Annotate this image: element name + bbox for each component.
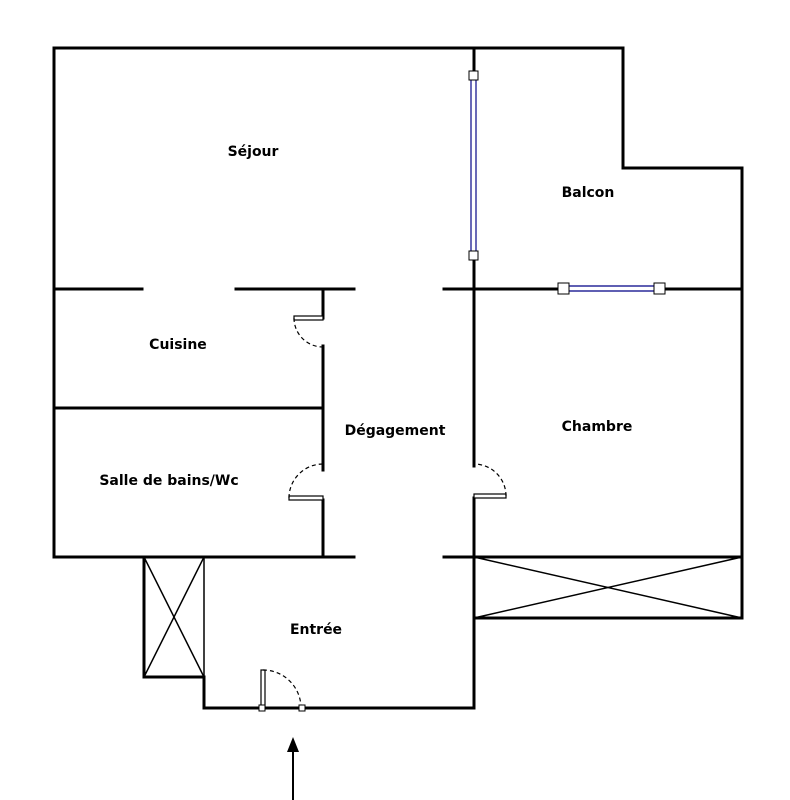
door-chambre	[473, 463, 507, 499]
door-cuisine	[293, 315, 324, 348]
room-label-chambre: Chambre	[562, 419, 633, 435]
room-label-sejour: Séjour	[228, 144, 279, 160]
door-entree	[258, 669, 306, 712]
room-label-salle-de-bains: Salle de bains/Wc	[99, 473, 238, 489]
room-label-entree: Entrée	[290, 622, 342, 638]
door-salle-de-bains	[288, 463, 324, 501]
room-label-cuisine: Cuisine	[149, 337, 207, 353]
outer-walls	[52, 46, 744, 710]
room-label-degagement: Dégagement	[345, 423, 446, 439]
cupboard-entree	[143, 556, 205, 678]
room-label-balcon: Balcon	[562, 185, 615, 201]
window-sejour-balcon	[468, 70, 479, 261]
cupboard-chambre	[473, 556, 743, 619]
entry-arrow-icon	[287, 737, 299, 800]
window-chambre-balcon	[557, 282, 666, 295]
interior-walls	[52, 46, 744, 620]
